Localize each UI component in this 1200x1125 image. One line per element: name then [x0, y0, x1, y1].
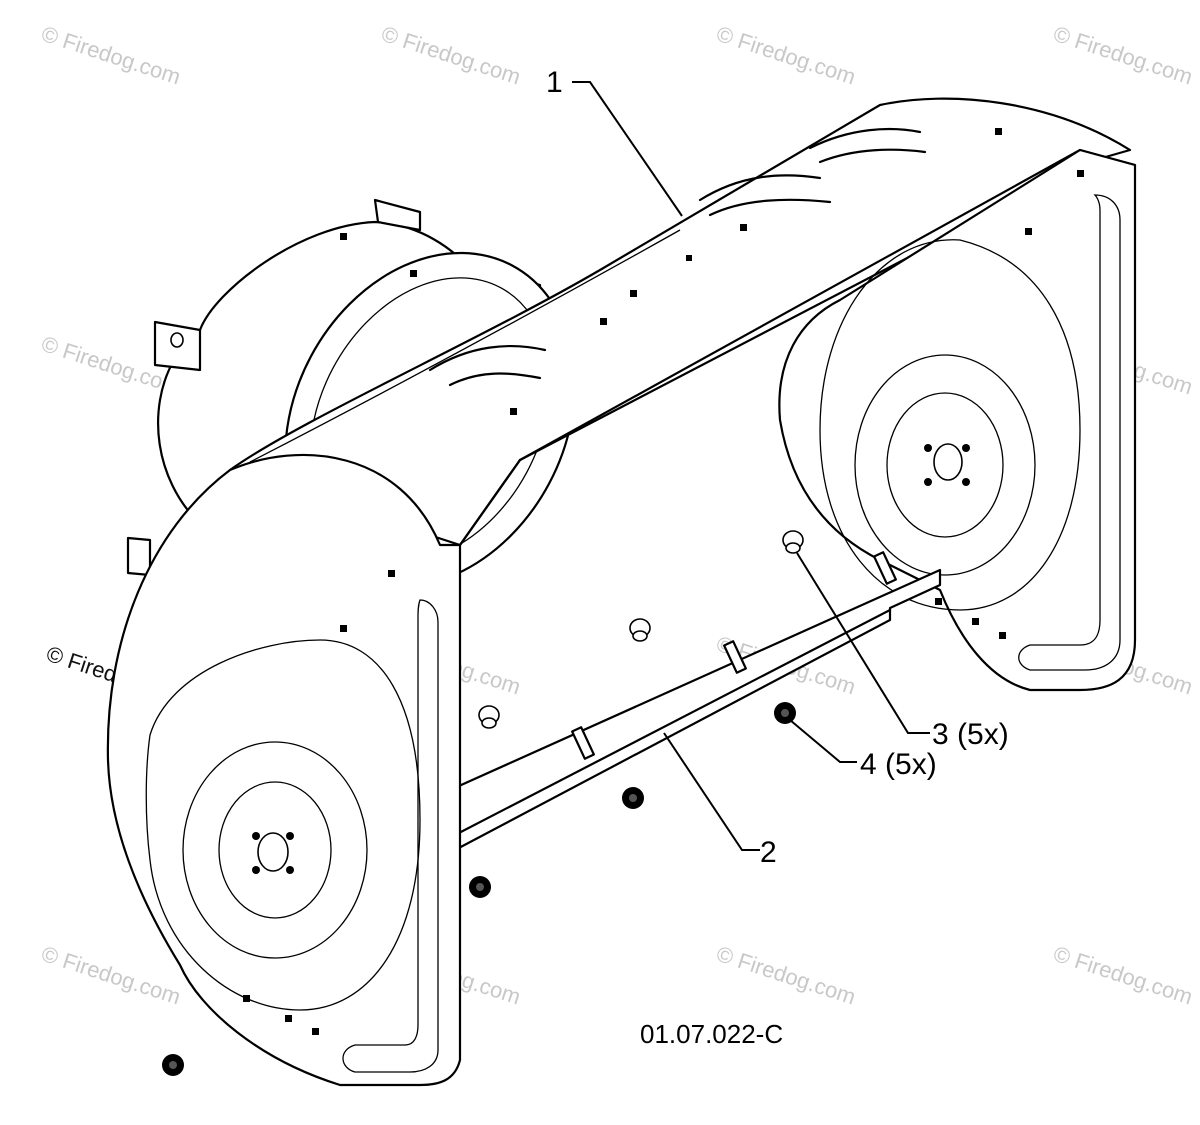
callout-2: 2 — [663, 732, 777, 869]
flange-nut — [162, 1054, 184, 1076]
scraper-bar — [448, 551, 942, 852]
watermark: © Firedog.com — [1050, 21, 1195, 89]
callout-3: 3 (5x) — [796, 552, 1009, 751]
callout-label: 4 (5x) — [860, 748, 937, 781]
watermark: © Firedog.com — [713, 941, 858, 1009]
watermark: © Firedog.com — [713, 21, 858, 89]
callout-label: 3 (5x) — [932, 718, 1009, 751]
left-side-plate — [106, 453, 462, 1087]
flange-nut — [622, 787, 644, 809]
callout-label: 2 — [760, 836, 777, 869]
watermark: © Firedog.com — [1050, 941, 1195, 1009]
watermark: © Firedog.com — [378, 21, 523, 89]
watermark: © Firedog.com — [38, 21, 183, 89]
reference-code: 01.07.022-C — [640, 1019, 783, 1049]
callout-4: 4 (5x) — [789, 719, 937, 781]
flange-nuts — [162, 702, 796, 1076]
callout-1: 1 — [546, 66, 683, 217]
carriage-bolt — [478, 705, 500, 729]
flange-nut — [774, 702, 796, 724]
callout-label: 1 — [546, 66, 563, 99]
carriage-bolt — [629, 618, 651, 642]
carriage-bolt — [782, 530, 804, 554]
carriage-bolts — [478, 530, 804, 729]
watermark: © Firedog.com — [38, 941, 183, 1009]
flange-nut — [469, 876, 491, 898]
